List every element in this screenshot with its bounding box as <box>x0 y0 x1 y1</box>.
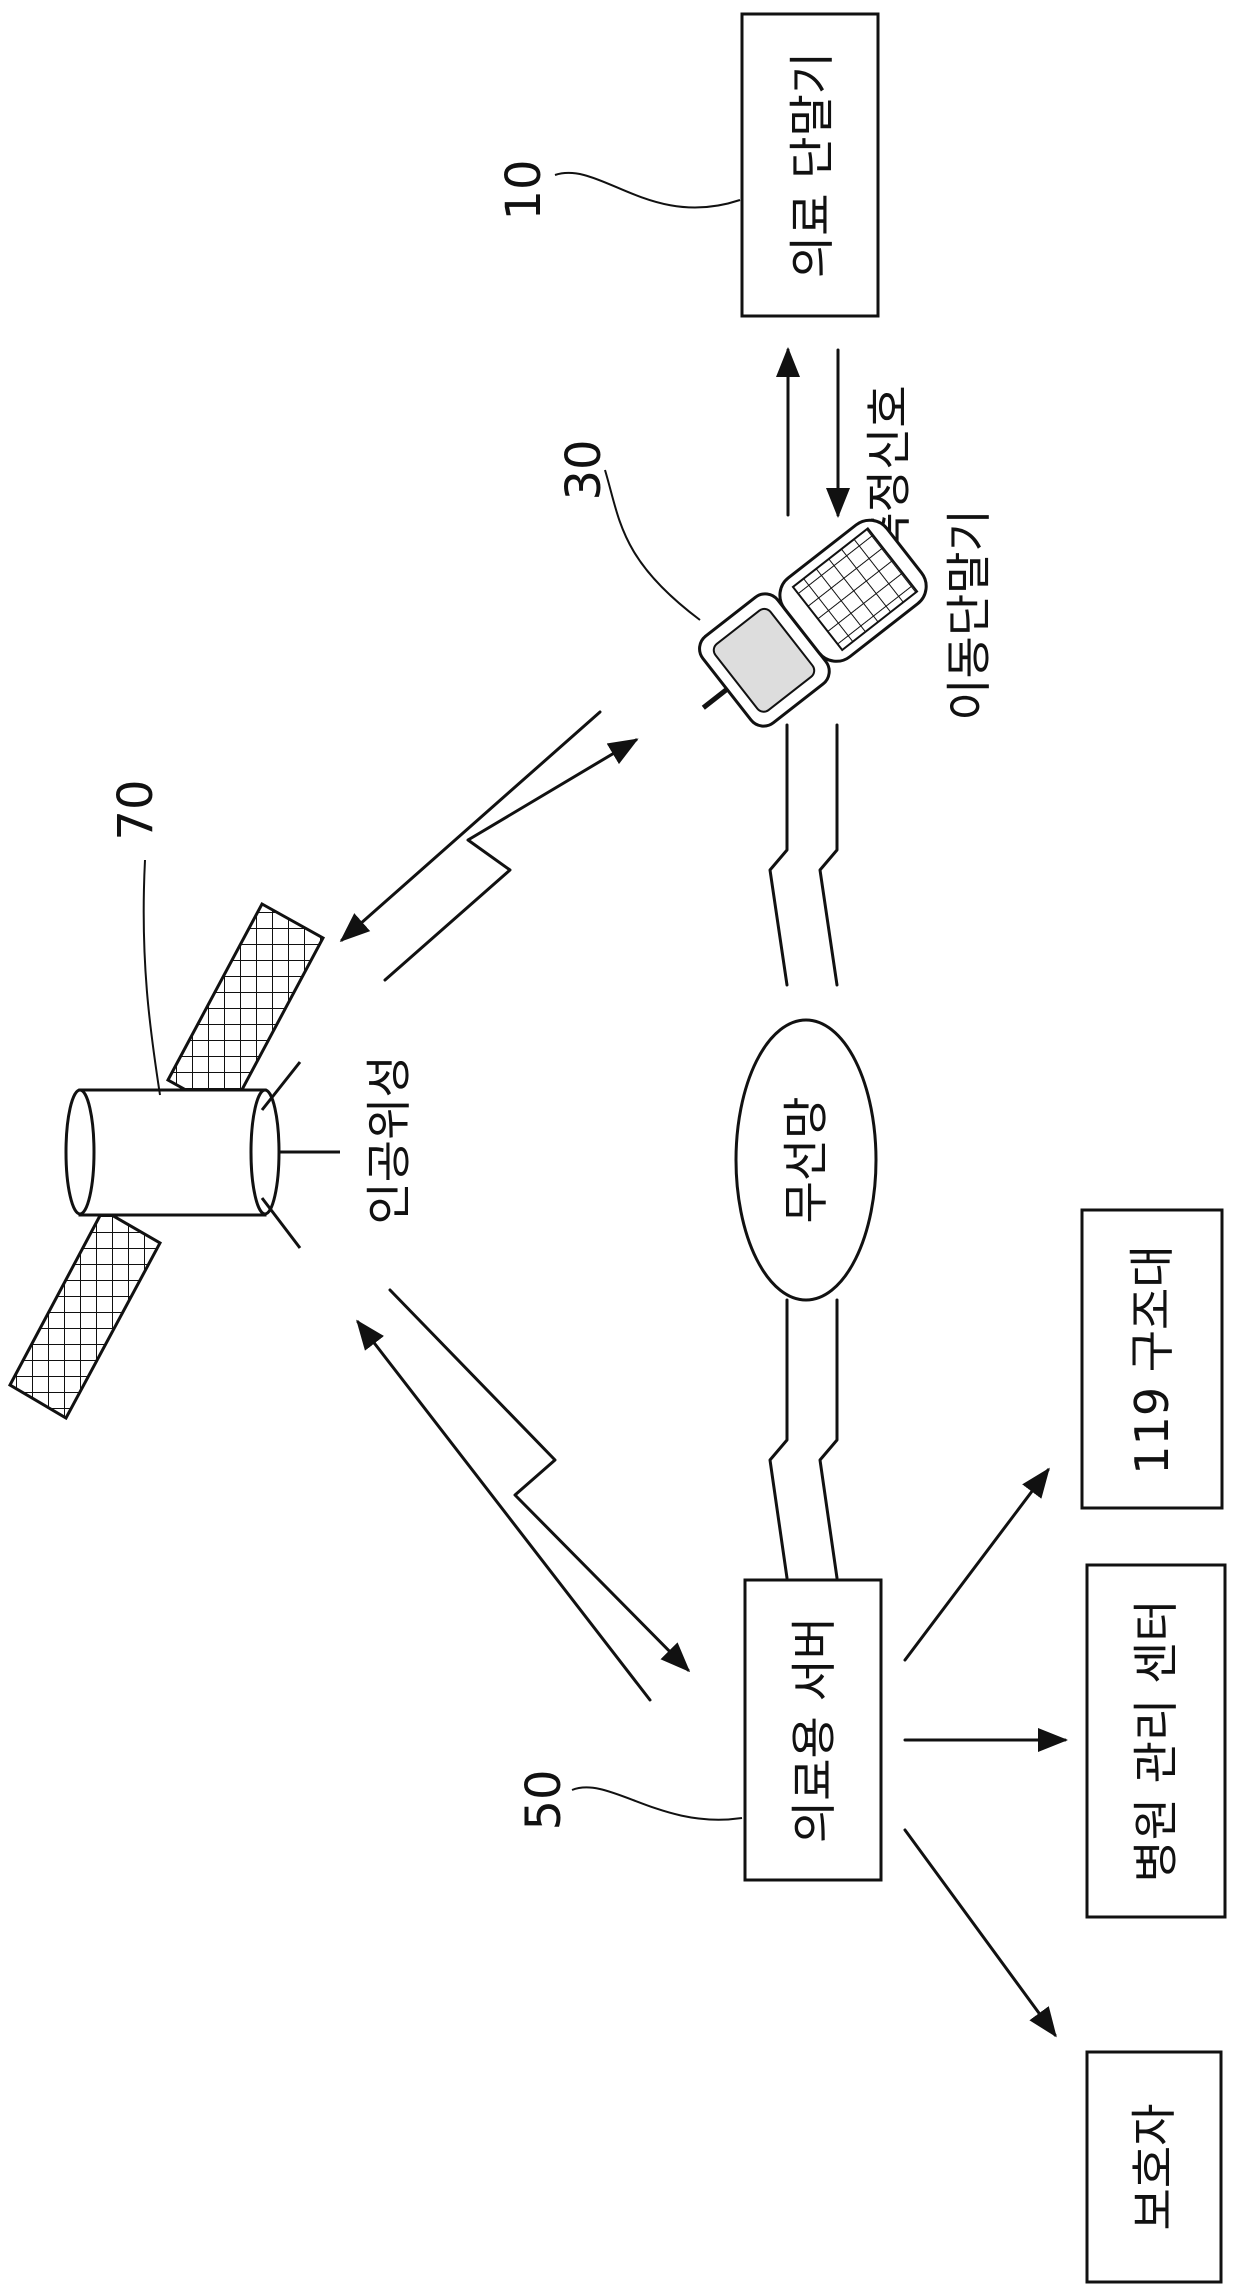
arrow-to-119 <box>905 1470 1048 1660</box>
guardian-label: 보호자 <box>1127 2104 1181 2231</box>
leader-50 <box>572 1787 742 1819</box>
medical-server-label: 의료용 서버 <box>787 1617 841 1843</box>
sat-server-bolt <box>390 1290 688 1670</box>
medical-server-node: 의료용 서버 <box>745 1580 881 1880</box>
hospital-center-node: 병원 관리 센터 <box>1087 1565 1225 1917</box>
mobile-phone-icon <box>669 507 938 751</box>
ref-10: 10 <box>496 159 552 220</box>
medical-terminal-node: 의료 단말기 <box>742 14 878 316</box>
leader-30 <box>605 470 700 620</box>
medical-terminal-label: 의료 단말기 <box>785 52 839 278</box>
arrow-to-guardian <box>905 1830 1055 2035</box>
sat-server-arrow <box>358 1322 650 1700</box>
sat-mobile-bolt <box>385 740 636 980</box>
mobile-terminal-label: 이동단말기 <box>942 509 996 721</box>
leader-70 <box>144 860 160 1095</box>
ref-30: 30 <box>556 439 612 500</box>
satellite-icon <box>10 904 340 1418</box>
hospital-center-label: 병원 관리 센터 <box>1129 1599 1183 1882</box>
ref-50: 50 <box>516 1769 572 1830</box>
satellite-label: 인공위성 <box>362 1055 416 1224</box>
wireless-link-upper <box>770 725 837 985</box>
wireless-link-lower <box>770 1300 837 1578</box>
leader-10 <box>555 173 740 208</box>
rescue-119-node: 119 구조대 <box>1082 1210 1222 1508</box>
ref-70: 70 <box>108 779 164 840</box>
guardian-node: 보호자 <box>1087 2052 1221 2282</box>
wireless-network-node: 무선망 <box>736 1020 876 1300</box>
wireless-network-label: 무선망 <box>779 1097 833 1224</box>
rescue-119-label: 119 구조대 <box>1125 1245 1179 1474</box>
